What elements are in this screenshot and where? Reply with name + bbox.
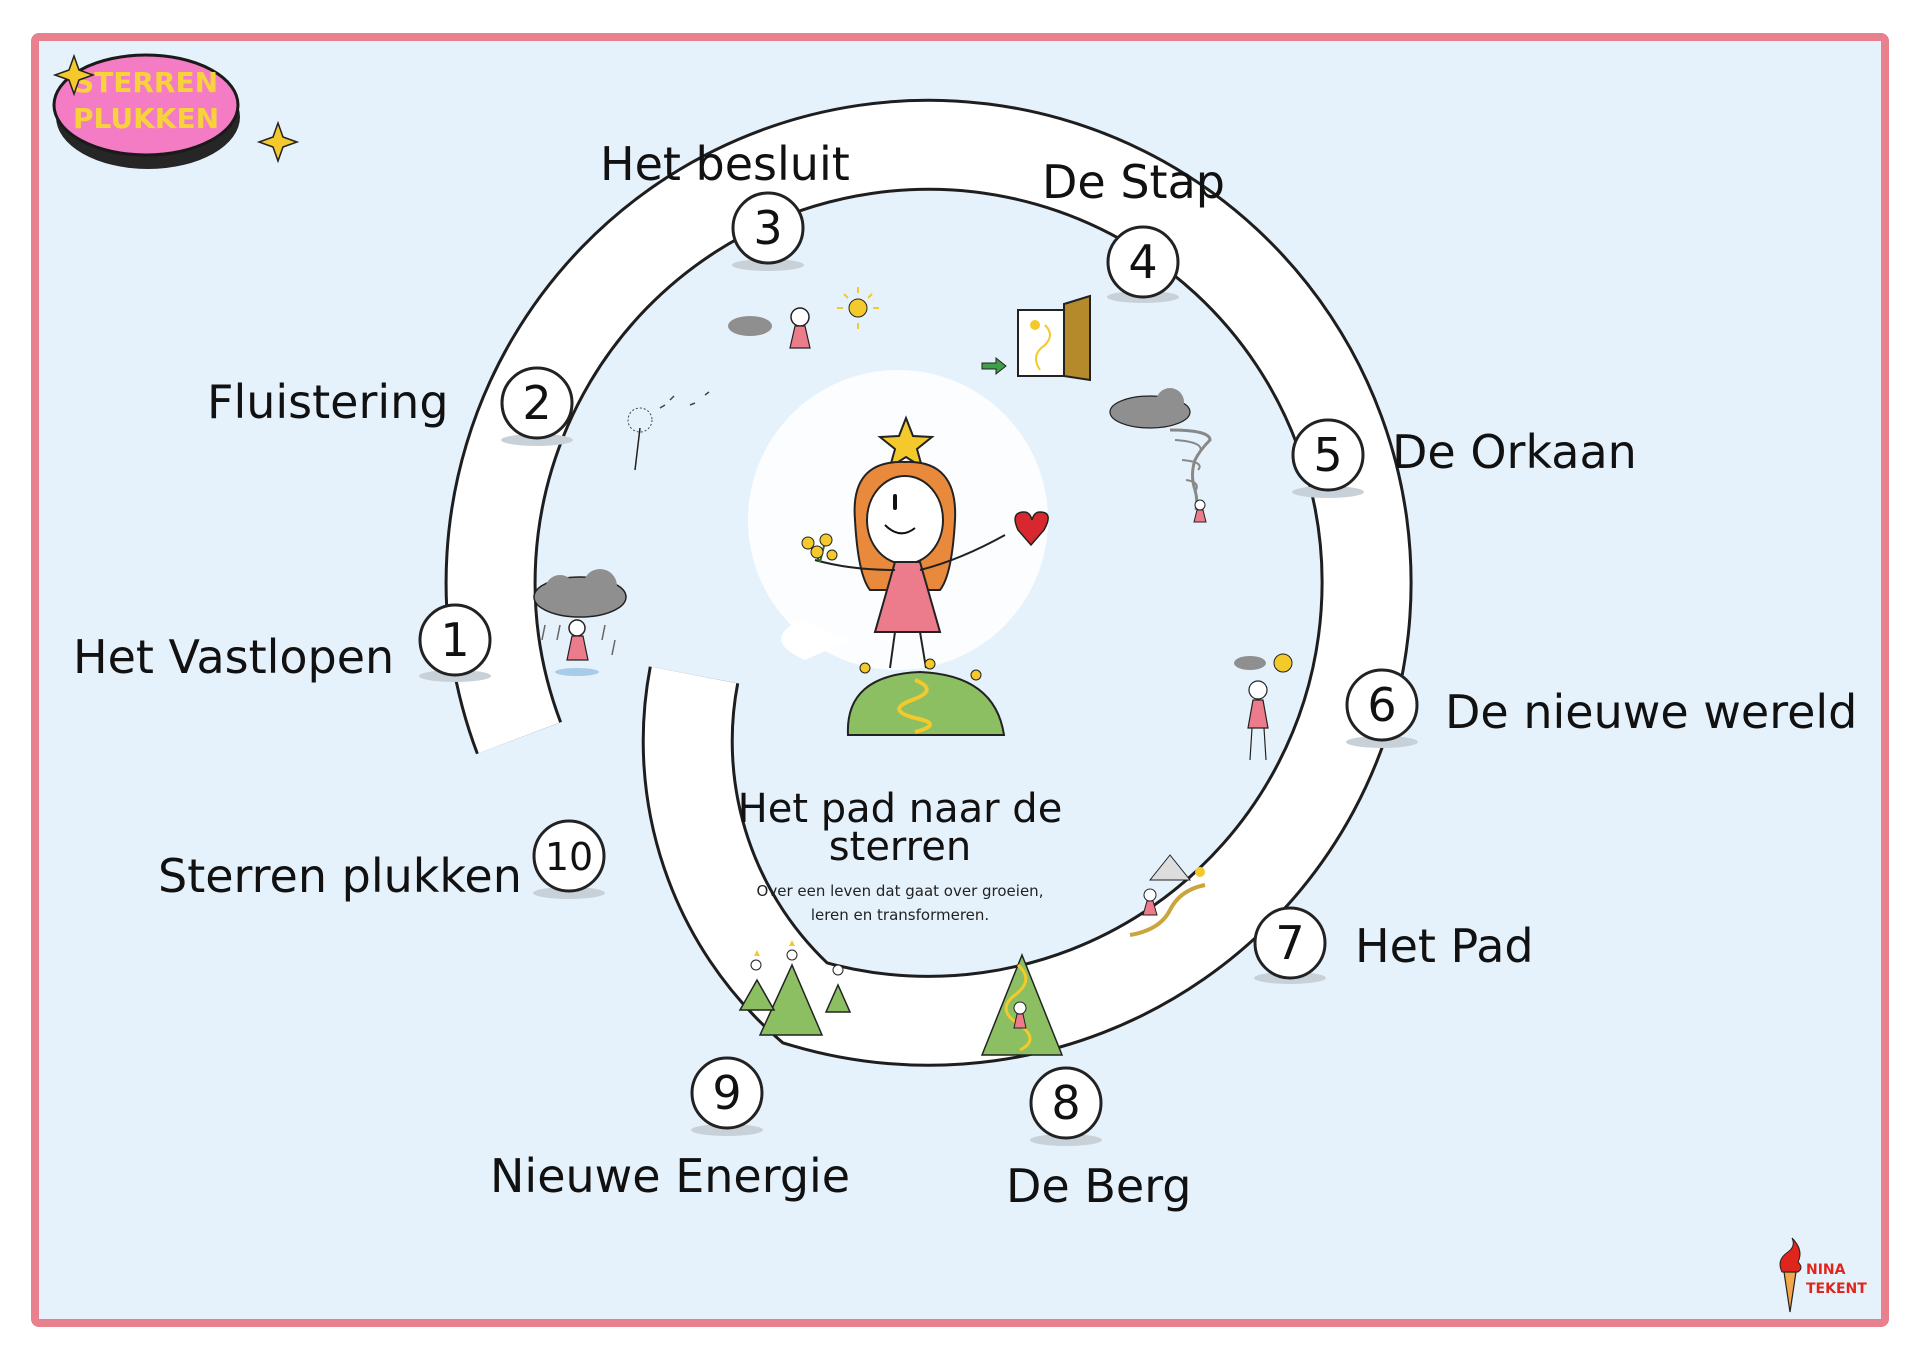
step-5-label: De Orkaan [1392, 425, 1637, 479]
heart-icon [1014, 511, 1049, 547]
step-4: 4 De Stap [1042, 155, 1225, 303]
step-6: 6 De nieuwe wereld [1345, 668, 1857, 748]
step-7-number: 7 [1275, 916, 1304, 970]
step-4-label: De Stap [1042, 155, 1225, 209]
hill-icon [846, 670, 1006, 736]
step-8-number: 8 [1051, 1076, 1080, 1130]
step-2-label: Fluistering [207, 375, 449, 429]
step-4-number: 4 [1128, 235, 1157, 289]
star-icon [877, 415, 935, 470]
step-5: 5 De Orkaan [1291, 418, 1637, 498]
step-3-number: 3 [753, 201, 782, 255]
step-8-label: De Berg [1006, 1159, 1192, 1213]
step-5-number: 5 [1313, 428, 1342, 482]
logo-line-1: NINA [1806, 1262, 1846, 1278]
step-8: 8 De Berg [1006, 1066, 1192, 1213]
badge-line-1: STERREN [74, 66, 218, 99]
tornado-icon [1109, 388, 1212, 523]
hills-people-icon [738, 940, 852, 1036]
step-6-number: 6 [1367, 678, 1396, 732]
step-2-number: 2 [522, 376, 551, 430]
girl-illustration [801, 415, 1049, 736]
step-9-number: 9 [712, 1066, 741, 1120]
step-3: 3 Het besluit [600, 137, 850, 271]
door-icon [981, 294, 1091, 382]
step-1-label: Het Vastlopen [73, 630, 394, 684]
step-3-label: Het besluit [600, 137, 850, 191]
step-10-number: 10 [545, 835, 593, 879]
center-subtitle-line-2: leren en transformeren. [811, 906, 989, 924]
sun-person-icon [1234, 653, 1293, 761]
step-7-label: Het Pad [1355, 919, 1534, 973]
step-10: 10 Sterren plukken [158, 819, 606, 903]
center-title-line-2: sterren [829, 824, 971, 870]
step-1: 1 Het Vastlopen [73, 603, 492, 684]
mountain-icon [980, 952, 1064, 1056]
nina-tekent-logo: NINA TEKENT [1779, 1237, 1867, 1313]
step-6-label: De nieuwe wereld [1445, 685, 1857, 739]
title-badge: STERREN PLUKKEN [52, 53, 300, 169]
step-10-label: Sterren plukken [158, 849, 522, 903]
step-1-number: 1 [440, 613, 469, 667]
path-icon [1129, 854, 1206, 937]
center-title-line-1: Het pad naar de [738, 786, 1063, 832]
badge-line-2: PLUKKEN [73, 102, 219, 135]
step-7: 7 Het Pad [1253, 906, 1534, 984]
logo-line-2: TEKENT [1806, 1281, 1867, 1297]
sparkle-icon [52, 53, 96, 97]
rain-cloud-person-icon [533, 569, 627, 676]
dandelion-icon [627, 391, 710, 471]
flower-bouquet-icon [801, 533, 838, 563]
step-9-label: Nieuwe Energie [490, 1149, 850, 1203]
step-9: 9 Nieuwe Energie [490, 1056, 850, 1203]
step-2: 2 Fluistering [207, 366, 574, 446]
cloud-sun-person-icon [728, 287, 879, 349]
sparkle-icon [256, 120, 300, 164]
center-subtitle-line-1: Over een leven dat gaat over groeien, [757, 882, 1044, 900]
